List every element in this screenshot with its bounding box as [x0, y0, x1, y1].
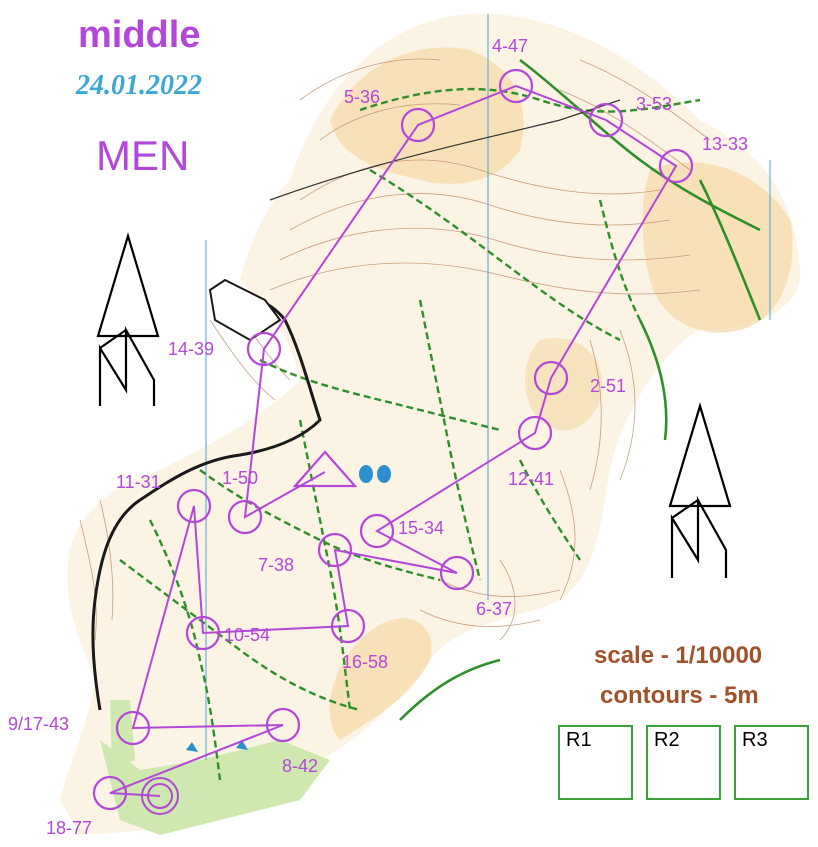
green-area-south — [100, 740, 330, 835]
open-land-north — [330, 47, 524, 184]
pond-1 — [359, 465, 373, 483]
road-network — [399, 58, 762, 721]
map-scale: scale - 1/10000 — [594, 642, 763, 669]
pond-4 — [236, 740, 248, 750]
control-label: 16-58 — [342, 652, 388, 672]
event-title: middle — [78, 14, 201, 56]
contour-interval: contours - 5m — [600, 682, 759, 709]
control-circle — [92, 775, 128, 811]
control-circle — [439, 555, 475, 591]
control-circles — [92, 68, 694, 811]
result-box-3: R3 — [734, 725, 809, 800]
power-line — [269, 99, 621, 201]
control-label: 11-31 — [116, 472, 161, 492]
control-circle — [400, 107, 436, 143]
control-label: 2-51 — [590, 376, 626, 396]
green-area-west — [110, 700, 135, 770]
control-label: 5-36 — [344, 87, 380, 107]
control-circle — [317, 532, 353, 568]
control-labels: 1-50 2-51 3-53 4-47 5-36 6-37 7-38 8-42 9/17-43 1… — [8, 36, 748, 838]
open-land-east — [642, 162, 793, 333]
control-label: 14-39 — [168, 339, 214, 359]
control-circle — [227, 499, 263, 535]
control-label: 18-77 — [46, 818, 92, 838]
control-circle — [588, 102, 624, 138]
result-box-label: R2 — [654, 729, 680, 751]
finish-circle-icon — [141, 777, 179, 815]
north-arrow-icon — [668, 402, 732, 578]
control-label: 4-47 — [492, 36, 528, 56]
control-circle — [265, 707, 301, 743]
control-circle — [359, 513, 395, 549]
land-area — [60, 13, 800, 835]
result-box-label: R1 — [566, 729, 592, 751]
north-arrow-icon — [96, 232, 160, 406]
control-circle — [658, 148, 694, 184]
control-label: 10-54 — [224, 625, 270, 645]
control-circle — [330, 608, 366, 644]
control-label: 9/17-43 — [8, 714, 69, 734]
result-box-label: R3 — [742, 729, 768, 751]
course-class: MEN — [96, 132, 190, 179]
meridian-lines — [205, 14, 771, 760]
control-label: 6-37 — [476, 599, 512, 619]
control-label: 3-53 — [636, 94, 672, 114]
control-label: 1-50 — [222, 468, 258, 488]
building-area — [208, 278, 282, 342]
course-legs — [109, 84, 678, 797]
control-circle — [533, 360, 569, 396]
water-features — [186, 465, 391, 752]
start-triangle-icon — [292, 450, 358, 488]
control-label: 7-38 — [258, 555, 294, 575]
control-circle — [498, 68, 534, 104]
control-circle — [517, 415, 553, 451]
path-network — [119, 87, 701, 781]
event-date: 24.01.2022 — [76, 70, 202, 101]
control-label: 8-42 — [282, 756, 318, 776]
pond-2 — [377, 465, 391, 483]
control-label: 13-33 — [702, 134, 748, 154]
control-circle — [115, 710, 151, 746]
open-land-mid — [525, 338, 602, 431]
control-circle — [246, 331, 282, 367]
control-label: 12-41 — [508, 469, 554, 489]
control-circle — [185, 615, 221, 651]
result-box-1: R1 — [558, 725, 633, 800]
control-label: 15-34 — [398, 518, 444, 538]
pond-3 — [186, 742, 198, 752]
result-box-2: R2 — [646, 725, 721, 800]
control-circle — [176, 488, 212, 524]
